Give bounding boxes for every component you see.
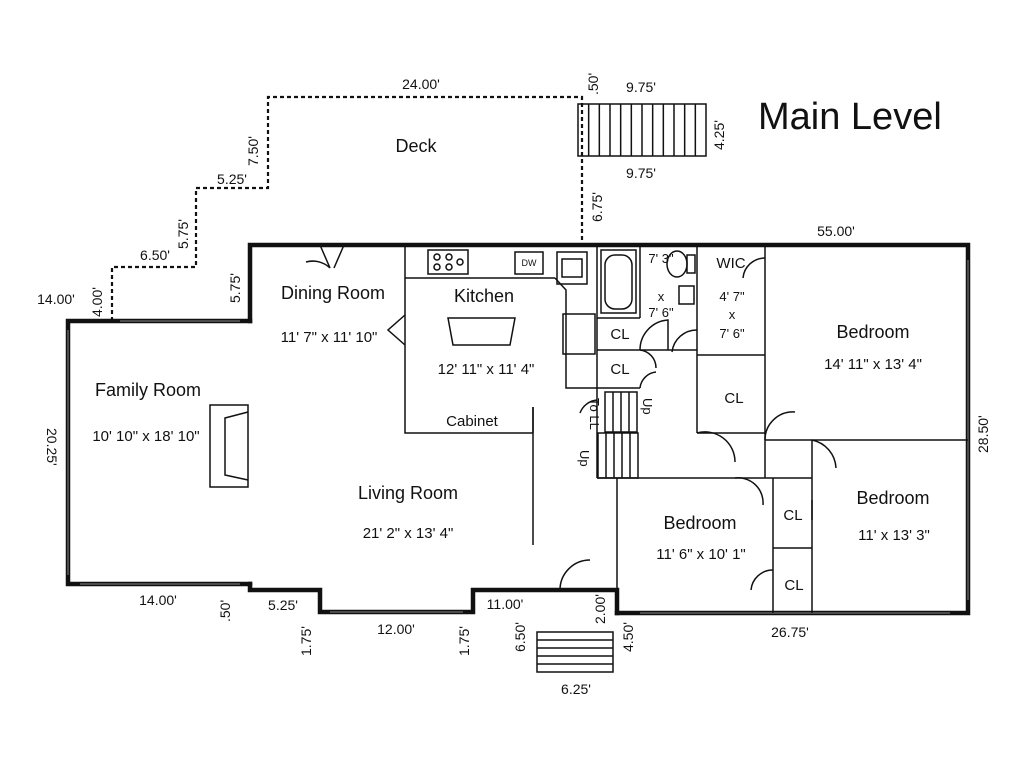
dim-label: 20.25' [44,428,60,466]
dim-label: 6.50' [140,247,170,263]
dining-room-size: 11' 7" x 11' 10" [281,329,378,346]
dim-label: 4.25' [711,120,727,150]
deck-stairs [577,103,707,157]
dim-label: 11.00' [487,596,524,612]
windows [67,260,969,614]
to-ll-label: To LL [587,398,602,430]
dining-room-label: Dining Room [281,283,385,303]
living-room-size: 21' 2" x 13' 4" [363,525,454,542]
dim-label: 5.75' [227,273,243,303]
kitchen-size: 12' 11" x 11' 4" [438,361,535,378]
bath-x: x [658,289,665,304]
bedroom-3-size: 11' x 13' 3" [858,527,930,544]
doors [305,244,837,591]
dim-label: 5.25' [217,171,247,187]
family-room-size: 10' 10" x 18' 10" [92,428,199,445]
deck-label: Deck [395,136,437,156]
dim-label: 2.00' [592,594,608,624]
dim-label: 5.75' [175,219,191,249]
dim-label: 9.75' [626,165,656,181]
dimension-labels: 24.00' .50' 9.75' 4.25' 9.75' 7.50' 5.25… [37,73,991,697]
dim-label: 4.50' [620,622,636,652]
wic-width: 4' 7" [719,289,745,304]
dim-label: 28.50' [975,415,991,453]
dim-label: 6.75' [589,192,605,222]
bath-width: 7' 3" [648,251,674,266]
dim-label: 1.75' [456,626,472,656]
kitchen-label: Kitchen [454,286,514,306]
exterior-walls [65,242,971,616]
wic-height: 7' 6" [719,326,745,341]
dishwasher-label: DW [522,258,537,268]
dim-label: 26.75' [771,624,809,640]
dim-label: 6.50' [512,622,528,652]
deck-outline [110,95,584,321]
interior-walls [404,245,968,613]
dim-label: .50' [585,73,601,95]
dim-label: 1.75' [298,626,314,656]
dim-label: 4.00' [89,287,105,317]
room-labels: Deck Dining Room 11' 7" x 11' 10" Kitche… [92,136,929,594]
closet-label: CL [783,507,802,524]
bath-height: 7' 6" [648,305,674,320]
page-title: Main Level [758,96,942,138]
dim-label: 9.75' [626,79,656,95]
bedroom-2-label: Bedroom [663,513,736,533]
family-room-label: Family Room [95,380,201,400]
dim-label: 55.00' [817,223,855,239]
fixtures [209,249,696,488]
cabinet-label: Cabinet [446,413,499,430]
dim-label: 24.00' [402,76,440,92]
wic-label: WIC [716,255,745,272]
dim-label: 12.00' [377,621,415,637]
bedroom-3-label: Bedroom [856,488,929,508]
dim-label: .50' [217,600,233,622]
dim-label: 5.25' [268,597,298,613]
front-stairs [536,631,614,673]
bedroom-2-size: 11' 6" x 10' 1" [656,546,746,563]
living-room-label: Living Room [358,483,458,503]
wic-x: x [729,307,736,322]
dim-label: 6.25' [561,681,591,697]
master-bedroom-size: 14' 11" x 13' 4" [824,356,922,373]
closet-label: CL [784,577,803,594]
dim-label: 14.00' [139,592,177,608]
up-label: Up [640,398,655,415]
dim-label: 14.00' [37,291,75,307]
dim-label: 7.50' [245,136,261,166]
up-label: Up [577,450,592,467]
closet-label: CL [610,361,629,378]
closet-label: CL [610,326,629,343]
closet-label: CL [724,390,743,407]
master-bedroom-label: Bedroom [836,322,909,342]
